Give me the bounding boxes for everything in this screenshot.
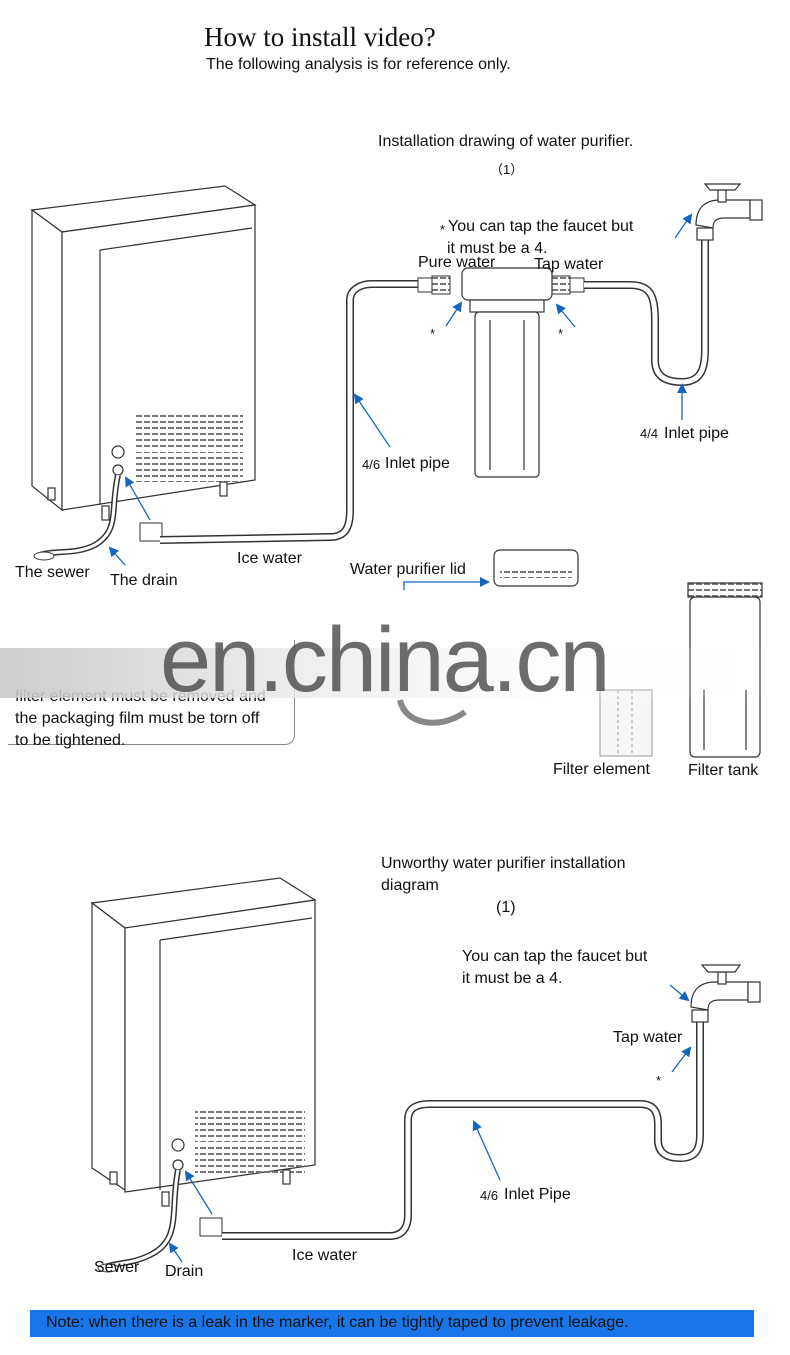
- inlet-pipe-2-label: Inlet Pipe: [504, 1186, 571, 1203]
- filter-tank-label: Filter tank: [688, 762, 759, 779]
- installation-note-line3: to be tightened.: [15, 732, 126, 749]
- inlet-pipe-left-prefix: 4/6: [362, 457, 381, 472]
- diagram1-star-note: *: [440, 222, 446, 237]
- diagram1-faucet-note-1: You can tap the faucet but: [448, 218, 634, 235]
- diagram1-number: （1）: [490, 162, 524, 177]
- sewer-label-2: Sewer: [94, 1259, 140, 1276]
- ice-machine-2: [90, 877, 317, 1207]
- diagram2-caption-2: diagram: [381, 877, 439, 894]
- pure-water-label: Pure water: [418, 254, 496, 271]
- filter-element-label: Filter element: [553, 761, 650, 778]
- inlet-connector-1: [139, 522, 163, 542]
- star-2: *: [656, 1073, 662, 1088]
- tap-water-label: Tap water: [534, 256, 604, 273]
- watermark: en.china.cn: [160, 609, 611, 711]
- purifier-lid-bottom-view: [397, 699, 467, 726]
- ice-water-label-2: Ice water: [292, 1247, 357, 1264]
- drain-label-1: The drain: [110, 572, 178, 589]
- ice-water-label-1: Ice water: [237, 550, 302, 567]
- faucet-icon-2: [690, 964, 761, 1023]
- sewer-label-1: The sewer: [15, 564, 90, 581]
- purifier-lid: [493, 549, 579, 587]
- star-left: *: [430, 326, 436, 341]
- blur-overlay: [0, 648, 790, 698]
- diagram2-caption-1: Unworthy water purifier installation: [381, 855, 626, 872]
- diagram2-faucet-note-1: You can tap the faucet but: [462, 948, 648, 965]
- installation-note-line2: the packaging film must be torn off: [15, 710, 260, 727]
- diagram2-number: (1): [496, 899, 516, 916]
- water-purifier-1: [461, 267, 553, 478]
- filter-element: [599, 689, 653, 757]
- inlet-connector-2: [199, 1217, 223, 1237]
- ice-machine-1: [30, 185, 257, 521]
- diagram2-faucet-note-2: it must be a 4.: [462, 970, 563, 987]
- leak-note-text: Note: when there is a leak in the marker…: [46, 1314, 629, 1331]
- page-title: How to install video?: [204, 22, 436, 52]
- inlet-pipe-right-prefix: 4/4: [640, 426, 659, 441]
- faucet-icon-1: [695, 183, 763, 241]
- inlet-pipe-right-label: Inlet pipe: [664, 425, 729, 442]
- diagram1-faucet-note-2: it must be a 4.: [447, 240, 548, 257]
- inlet-pipe-left-label: Inlet pipe: [385, 455, 450, 472]
- inlet-pipe-2-prefix: 4/6: [480, 1188, 499, 1203]
- page-subtitle: The following analysis is for reference …: [206, 56, 511, 73]
- diagram1-caption: Installation drawing of water purifier.: [378, 133, 634, 150]
- leak-note-bar: Note: when there is a leak in the marker…: [30, 1310, 754, 1337]
- tap-water-label-2: Tap water: [613, 1029, 683, 1046]
- drain-label-2: Drain: [165, 1263, 204, 1280]
- purifier-lid-label: Water purifier lid: [350, 561, 466, 578]
- star-right: *: [558, 326, 564, 341]
